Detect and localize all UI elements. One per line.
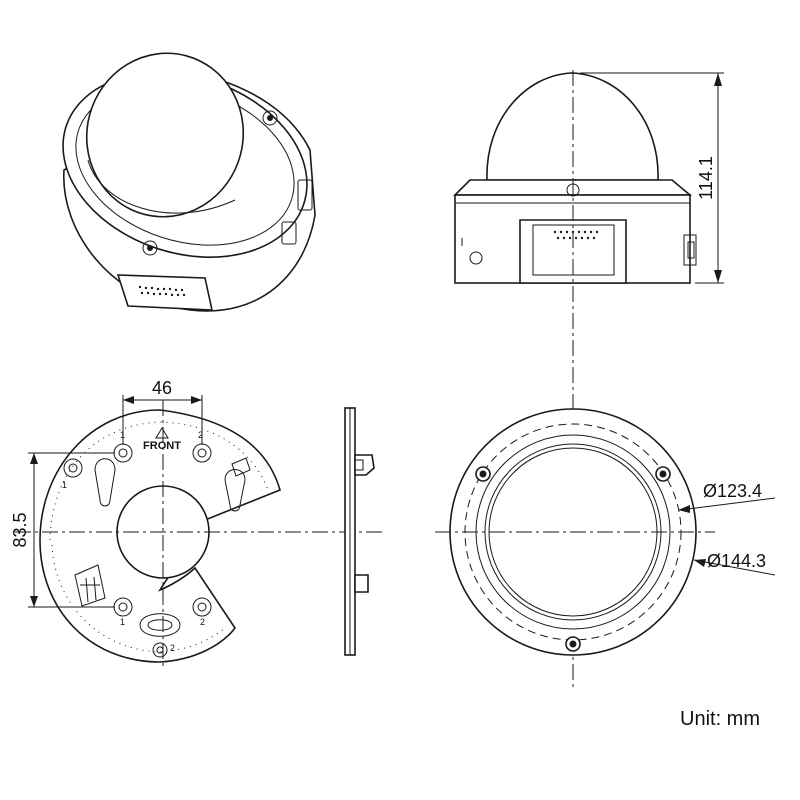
base-plate-view: FRONT 1 2 1 2 1 2: [39, 409, 281, 663]
height-label: 114.1: [696, 156, 716, 200]
hole-spacing-width-label: 46: [152, 378, 172, 398]
isometric-view: [62, 52, 316, 312]
hole-mark: 1: [62, 480, 67, 490]
base-plate-side-view: [344, 407, 375, 656]
front-label: FRONT: [143, 440, 181, 452]
hole-spacing-width-dimension: 46: [122, 378, 203, 445]
units-label: Unit: mm: [680, 708, 760, 730]
height-dimension: 114.1: [580, 72, 724, 284]
inner-diameter-label: Ø123.4: [703, 481, 762, 501]
hole-spacing-height-dimension: 83.5: [10, 452, 115, 608]
hole-mark: 2: [200, 617, 205, 627]
outer-diameter-label: Ø144.3: [707, 551, 766, 571]
outer-diameter-dimension: Ø144.3: [693, 551, 776, 576]
side-view: [453, 72, 697, 284]
hole-mark: 2: [198, 430, 203, 440]
hole-mark: 2: [170, 643, 175, 653]
hole-spacing-height-label: 83.5: [10, 512, 30, 547]
inner-diameter-dimension: Ø123.4: [678, 481, 776, 513]
hole-mark: 1: [120, 617, 125, 627]
